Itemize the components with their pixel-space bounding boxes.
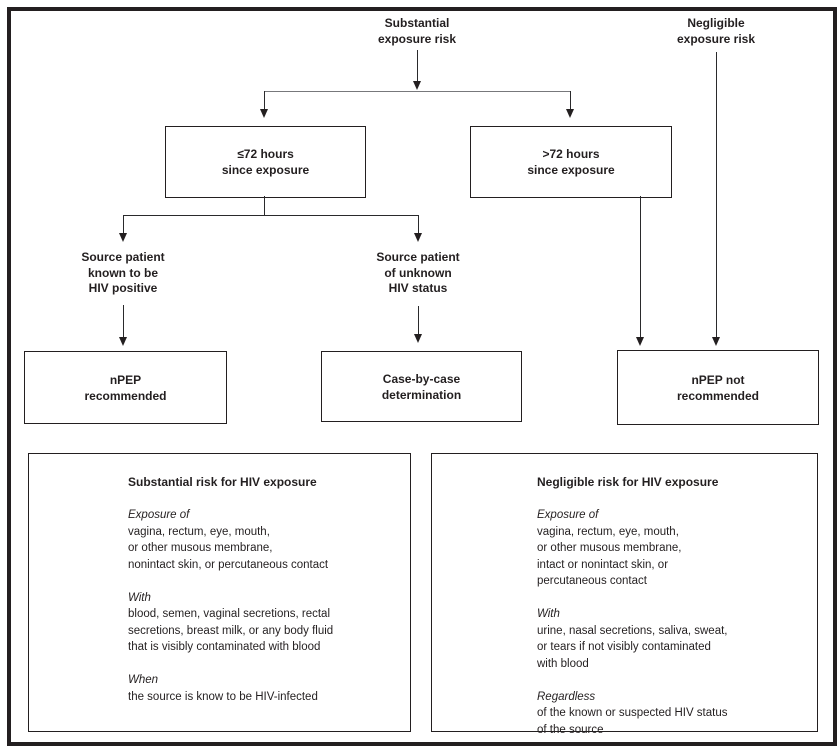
panel-section: When the source is know to be HIV-infect…: [128, 672, 398, 705]
box-npep-not-recommended: nPEP not recommended: [617, 350, 819, 425]
panel-substantial-title: Substantial risk for HIV exposure: [128, 475, 317, 489]
section-body: urine, nasal secretions, saliva, sweat, …: [537, 624, 728, 670]
panel-negligible-risk: Negligible risk for HIV exposure Exposur…: [431, 453, 818, 736]
connector-branch2-right-drop: [417, 215, 419, 234]
label-substantial-exposure-risk: Substantial exposure risk: [377, 16, 457, 46]
connector-branch2-horizontal: [123, 215, 419, 217]
arrowhead-source-known: [118, 233, 127, 242]
section-body: blood, semen, vaginal secretions, rectal…: [128, 608, 334, 653]
section-body: the source is know to be HIV-infected: [128, 690, 318, 703]
box-gt72-hours: >72 hours since exposure: [470, 126, 672, 198]
connector-gt72-down: [639, 196, 641, 338]
section-lead: With: [128, 591, 151, 604]
arrowhead-source-unknown: [413, 233, 422, 242]
connector-branch1-left-drop: [263, 91, 265, 110]
arrowhead-gt72-to-not-recommended: [635, 337, 644, 346]
panel-section: Exposure of vagina, rectum, eye, mouth, …: [537, 507, 807, 590]
panel-negligible-title: Negligible risk for HIV exposure: [537, 475, 719, 489]
connector-branch2-left-drop: [122, 215, 124, 234]
connector-known-down: [122, 305, 124, 338]
arrowhead-npep-recommended: [118, 337, 127, 346]
connector-branch1-horizontal: [264, 91, 571, 93]
connector-substantial-down: [416, 50, 418, 82]
arrowhead-case-by-case: [413, 334, 422, 343]
section-body: of the known or suspected HIV status of …: [537, 707, 728, 736]
panel-substantial-risk: Substantial risk for HIV exposure Exposu…: [28, 453, 411, 732]
arrowhead-le72: [259, 109, 268, 118]
section-lead: With: [537, 608, 560, 620]
section-body: vagina, rectum, eye, mouth, or other mus…: [128, 525, 329, 571]
arrowhead-negligible-to-not-recommended: [711, 337, 720, 346]
outer-frame: [7, 7, 837, 746]
section-lead: Exposure of: [537, 509, 599, 521]
panel-section: Exposure of vagina, rectum, eye, mouth, …: [128, 507, 398, 573]
box-le72-hours: ≤72 hours since exposure: [165, 126, 366, 198]
arrowhead-gt72: [565, 109, 574, 118]
arrowhead-substantial: [412, 81, 421, 90]
connector-unknown-down: [417, 306, 419, 335]
panel-section: With blood, semen, vaginal secretions, r…: [128, 590, 398, 656]
box-case-by-case: Case-by-case determination: [321, 351, 522, 422]
connector-branch1-right-drop: [569, 91, 571, 110]
section-lead: Regardless: [537, 690, 596, 703]
label-source-known-hiv-positive: Source patient known to be HIV positive: [81, 250, 165, 295]
section-lead: When: [128, 674, 159, 686]
panel-section: With urine, nasal secretions, saliva, sw…: [537, 606, 807, 672]
section-lead: Exposure of: [128, 509, 190, 521]
connector-negligible-down: [715, 52, 717, 338]
label-negligible-exposure-risk: Negligible exposure risk: [676, 16, 756, 46]
section-body: vagina, rectum, eye, mouth, or other mus…: [537, 525, 682, 588]
connector-le72-out: [263, 196, 265, 215]
label-source-unknown-hiv-status: Source patient of unknown HIV status: [376, 250, 460, 295]
box-npep-recommended: nPEP recommended: [24, 351, 227, 424]
panel-section: Regardless of the known or suspected HIV…: [537, 689, 807, 739]
